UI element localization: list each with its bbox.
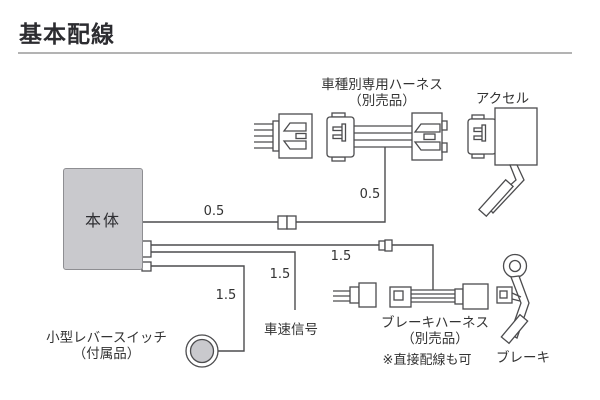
wire-length-brake: 1.5	[330, 249, 352, 264]
page-title: 基本配線	[19, 22, 115, 48]
wire-length-speed: 1.5	[269, 267, 291, 282]
vehicle-harness-label: 車種別専用ハーネス （別売品）	[292, 77, 472, 109]
lever-switch-label: 小型レバースイッチ （付属品）	[33, 330, 180, 362]
vehicle-connector-icon	[254, 113, 313, 159]
brake-harness-icon	[389, 283, 489, 310]
lever-switch-availability: （付属品）	[72, 346, 141, 362]
brake-label: ブレーキ	[496, 350, 550, 366]
brake-wire	[150, 244, 434, 290]
accelerator-label: アクセル	[475, 91, 530, 107]
title-divider	[18, 52, 572, 54]
vehicle-harness-icon	[326, 112, 448, 162]
wire-length-harness-branch: 0.5	[359, 187, 381, 202]
lever-switch-wire	[150, 265, 245, 352]
brake-harness-label: ブレーキハーネス （別売品）	[355, 315, 515, 347]
speed-signal-wire	[150, 251, 296, 310]
brake-vehicle-connector-icon	[333, 282, 377, 308]
vehicle-harness-availability: （別売品）	[348, 93, 416, 109]
vehicle-harness-name: 車種別専用ハーネス	[321, 77, 443, 93]
unit-wires	[143, 147, 434, 352]
speed-signal-label: 車速信号	[264, 322, 318, 338]
unit-terminals	[141, 240, 152, 272]
lever-switch-icon	[185, 334, 219, 368]
lever-switch-name: 小型レバースイッチ	[46, 330, 167, 346]
brake-harness-name: ブレーキハーネス	[381, 315, 489, 331]
inline-connector-icon	[277, 215, 393, 252]
accel-wire	[143, 147, 386, 223]
direct-wiring-note: ※直接配線も可	[382, 353, 472, 368]
brake-harness-availability: （別売品）	[401, 331, 469, 347]
main-unit-label: 本体	[84, 211, 121, 230]
brake-pedal-icon	[496, 253, 530, 345]
wire-length-unit-to-harness: 0.5	[203, 204, 225, 219]
main-unit-box: 本体	[63, 168, 143, 270]
wire-length-lever: 1.5	[215, 288, 237, 303]
accelerator-pedal-icon	[467, 107, 538, 218]
